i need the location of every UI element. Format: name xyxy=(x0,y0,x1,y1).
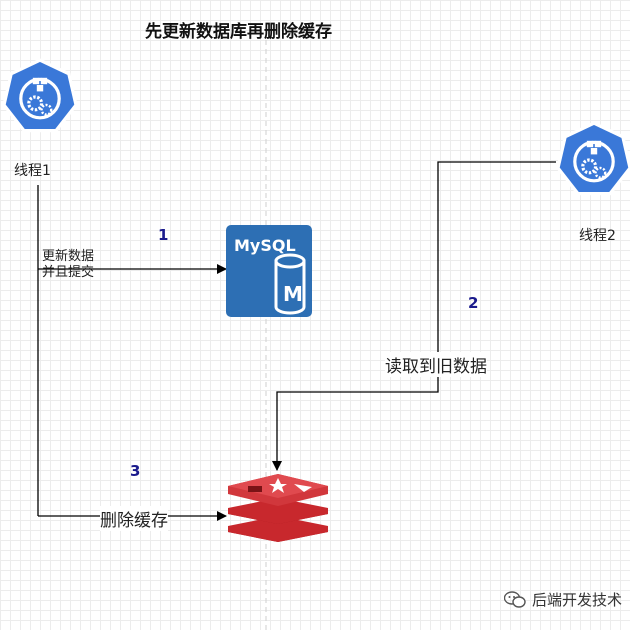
thread1-label: 线程1 xyxy=(14,163,51,179)
step1-label: 更新数据 并且提交 xyxy=(42,249,94,281)
step1-label-line1: 更新数据 xyxy=(42,249,95,264)
thread1-icon xyxy=(0,57,80,137)
watermark: 后端开发技术 xyxy=(503,589,622,610)
wechat-icon xyxy=(503,590,526,608)
watermark-text: 后端开发技术 xyxy=(531,591,622,609)
diagram-title: 先更新数据库再删除缓存 xyxy=(145,22,332,42)
step2-number: 2 xyxy=(468,294,479,312)
redis-cache-icon xyxy=(226,470,330,546)
thread2-label: 线程2 xyxy=(579,228,616,244)
step3-label: 删除缓存 xyxy=(100,506,168,531)
thread2-read-path xyxy=(272,161,556,471)
step1-number: 1 xyxy=(158,226,169,244)
mysql-m-letter: M xyxy=(283,282,303,306)
mysql-database-icon: MySQL M xyxy=(226,225,312,317)
step1-label-line2: 并且提交 xyxy=(42,265,95,280)
mysql-label: MySQL xyxy=(234,236,296,255)
thread2-icon xyxy=(554,120,630,200)
step2-label: 读取到旧数据 xyxy=(385,352,487,377)
step3-number: 3 xyxy=(130,462,141,480)
